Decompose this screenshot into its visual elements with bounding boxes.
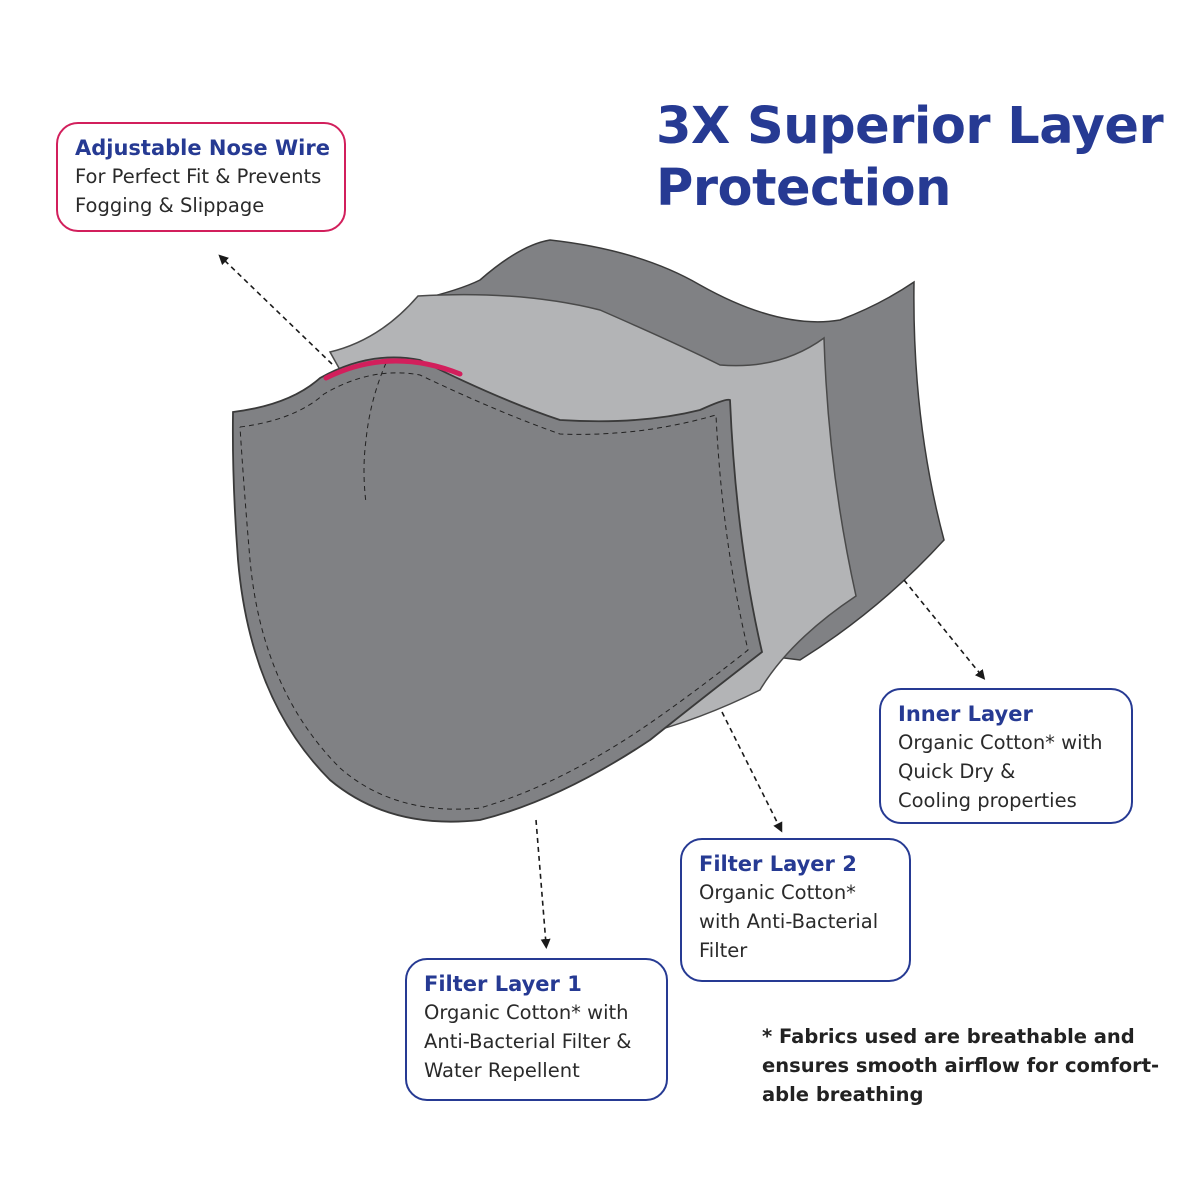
callout-filter-layer-1: Filter Layer 1 Organic Cotton* with Anti… xyxy=(405,958,668,1101)
nose-wire-arrow xyxy=(218,254,333,365)
center-seam xyxy=(363,362,387,504)
callout-text: Organic Cotton* with Anti-Bacterial Filt… xyxy=(424,1001,632,1082)
callout-heading: Filter Layer 1 xyxy=(424,972,582,996)
filter-layer-1-shape xyxy=(231,356,764,823)
footnote: * Fabrics used are breathable and ensure… xyxy=(762,1025,1160,1106)
filter-layer-1-arrow xyxy=(535,819,551,949)
callout-inner-layer: Inner Layer Organic Cotton* with Quick D… xyxy=(879,688,1133,824)
callout-heading: Inner Layer xyxy=(898,702,1033,726)
callout-text: For Perfect Fit & Prevents Fogging & Sli… xyxy=(75,165,322,217)
inner-layer-arrow xyxy=(903,579,986,680)
page-title: 3X Superior Layer Protection xyxy=(656,96,1176,220)
callout-heading: Filter Layer 2 xyxy=(699,852,857,876)
filter-layer-2-arrow xyxy=(721,711,783,833)
callout-filter-layer-2: Filter Layer 2 Organic Cotton* with Anti… xyxy=(680,838,911,982)
callout-nose-wire: Adjustable Nose Wire For Perfect Fit & P… xyxy=(56,122,346,232)
title-line-1: 3X Superior Layer xyxy=(656,97,1164,156)
callout-text: Organic Cotton* with Anti-Bacterial Filt… xyxy=(699,881,879,962)
nose-wire xyxy=(323,358,463,381)
title-line-2: Protection xyxy=(656,159,951,218)
callout-heading: Adjustable Nose Wire xyxy=(75,136,330,160)
callout-text: Organic Cotton* with Quick Dry & Cooling… xyxy=(898,731,1103,812)
stitch-line xyxy=(239,372,749,810)
